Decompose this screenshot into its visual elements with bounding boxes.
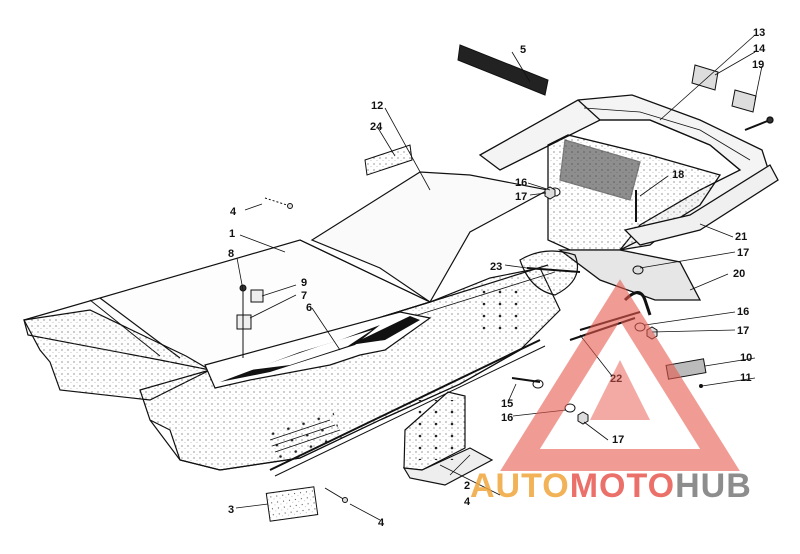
svg-text:AUTOMOTOHUB: AUTOMOTOHUB <box>470 467 752 505</box>
plate-3 <box>265 486 319 522</box>
callout-18: 18 <box>672 169 684 181</box>
decal-14 <box>691 64 719 91</box>
decal-24 <box>364 144 413 176</box>
clip-bracket <box>236 284 264 358</box>
callout-5: 5 <box>520 44 526 56</box>
callout-7: 7 <box>301 290 307 302</box>
callout-17-bumper: 17 <box>737 247 749 259</box>
callout-23: 23 <box>490 261 502 273</box>
watermark-text-moto: MOTO <box>570 467 675 505</box>
callout-4-top: 4 <box>230 206 237 218</box>
callout-11: 11 <box>740 372 752 384</box>
callout-16-top: 16 <box>515 177 527 189</box>
rear-bumper-assembly <box>478 94 779 301</box>
callout-24: 24 <box>370 121 383 133</box>
callout-20: 20 <box>733 268 745 280</box>
watermark-text-hub: HUB <box>675 467 752 505</box>
callout-17-bottom: 17 <box>612 434 624 446</box>
tunnel-rear-panel <box>23 171 561 477</box>
callout-4-bottom: 4 <box>378 517 385 529</box>
decal-stripe <box>204 311 432 389</box>
callout-9: 9 <box>301 277 307 289</box>
callout-16-right: 16 <box>737 306 749 318</box>
guard-23 <box>519 250 581 296</box>
automotohub-watermark: AUTOMOTOHUB <box>470 279 752 505</box>
watermark-triangle-logo <box>500 279 740 471</box>
watermark-text-auto: AUTO <box>470 467 570 505</box>
callout-21: 21 <box>735 231 747 243</box>
callout-6: 6 <box>306 302 312 314</box>
callout-16-bracket: 16 <box>501 412 513 424</box>
decal-strip-5 <box>457 44 549 96</box>
rivet-4 <box>264 197 348 503</box>
callout-14: 14 <box>753 43 766 55</box>
callout-2: 2 <box>464 480 470 492</box>
decal-13 <box>731 89 757 113</box>
callout-8: 8 <box>228 248 234 260</box>
callout-3: 3 <box>228 504 234 516</box>
callout-17-right: 17 <box>737 325 749 337</box>
callout-1: 1 <box>229 228 235 240</box>
callout-17-top: 17 <box>515 191 527 203</box>
callout-labels: 1 2 3 4 4 4 5 6 7 8 9 10 11 12 13 14 15 … <box>228 27 766 529</box>
callout-15: 15 <box>501 398 513 410</box>
screw-11 <box>699 384 703 388</box>
callout-4-bracket: 4 <box>464 496 471 508</box>
callout-13: 13 <box>753 27 765 39</box>
callout-12: 12 <box>371 100 383 112</box>
callout-19: 19 <box>752 59 764 71</box>
callout-10: 10 <box>740 352 752 364</box>
bracket-2 <box>402 391 494 486</box>
